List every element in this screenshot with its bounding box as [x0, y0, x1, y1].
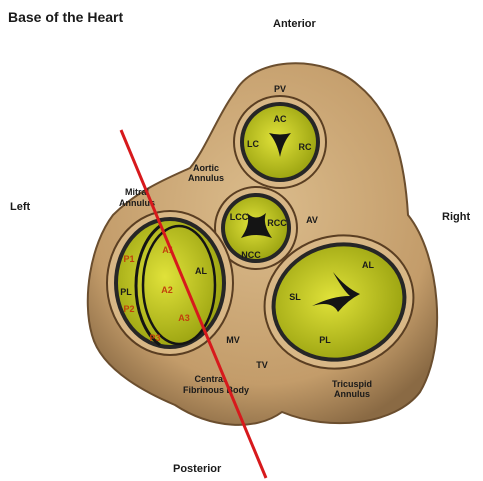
aortic-annulus-label-2: Annulus — [188, 173, 224, 183]
tricuspid-annulus-label-1: Tricuspid — [332, 379, 372, 389]
pv-cusp-lc: LC — [247, 139, 259, 149]
tv-leaflet-sl: SL — [289, 292, 301, 302]
pv-cusp-rc: RC — [299, 142, 312, 152]
tv-leaflet-al: AL — [362, 260, 374, 270]
mv-leaflet-pl: PL — [120, 287, 132, 297]
pv-cusp-ac: AC — [274, 114, 287, 124]
av-label: AV — [306, 215, 318, 225]
tv-leaflet-pl: PL — [319, 335, 331, 345]
mitral-valve — [107, 211, 233, 355]
mv-leaflet-al: AL — [195, 266, 207, 276]
mv-label: MV — [226, 335, 240, 345]
segment-p3: P3 — [149, 333, 160, 343]
av-cusp-lcc: LCC — [230, 212, 249, 222]
segment-p1: P1 — [123, 254, 134, 264]
segment-p2: P2 — [123, 304, 134, 314]
central-body-label-2: Fibrinous Body — [183, 385, 249, 395]
tv-label: TV — [256, 360, 268, 370]
tricuspid-annulus-label-2: Annulus — [334, 389, 370, 399]
aortic-annulus-label-1: Aortic — [193, 163, 219, 173]
central-body-label-1: Central — [194, 374, 225, 384]
av-cusp-rcc: RCC — [267, 218, 287, 228]
segment-a2: A2 — [161, 285, 173, 295]
pv-label: PV — [274, 84, 286, 94]
av-cusp-ncc: NCC — [241, 250, 261, 260]
segment-a3: A3 — [178, 313, 190, 323]
